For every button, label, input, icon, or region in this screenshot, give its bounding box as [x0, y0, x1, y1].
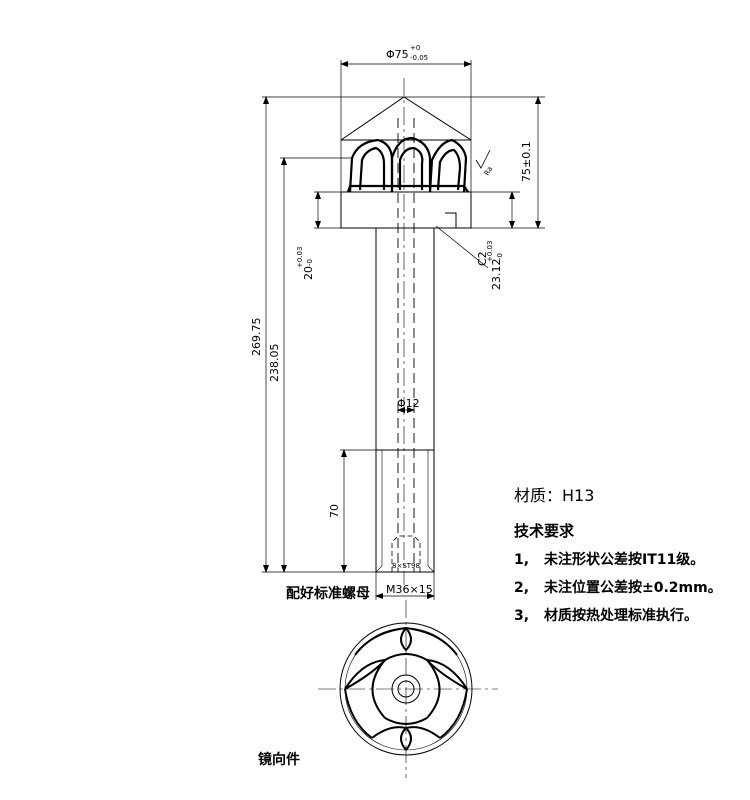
shaft-body: [375, 227, 435, 451]
end-view: [318, 600, 498, 778]
requirement-text: 未注位置公差按±0.2mm。: [544, 580, 722, 596]
dim-len-20: 20: [302, 266, 315, 280]
dimension-lines: [262, 60, 545, 600]
dim-chamfer: C2: [476, 251, 489, 266]
requirements-title: 技术要求: [514, 522, 575, 540]
head-view: [340, 96, 491, 229]
requirement-text: 未注形状公差按IT11级。: [544, 552, 705, 568]
requirement-item: 2, 未注位置公差按±0.2mm。: [514, 577, 722, 597]
threaded-section: [375, 449, 435, 573]
dim-len-23-tol-upper: +0.03: [486, 241, 494, 262]
roughness-symbol: [475, 149, 491, 169]
dim-bore: Φ12: [397, 397, 420, 410]
nut-label: 配好标准螺母: [286, 585, 370, 602]
end-view-lobes: [344, 627, 468, 751]
requirement-item: 1, 未注形状公差按IT11级。: [514, 549, 722, 569]
dim-thread-hole: 8×ST98: [392, 562, 420, 570]
dim-top-diameter-tol-upper: +0: [410, 44, 420, 52]
dim-len-23-tol-lower: -0: [496, 253, 504, 260]
dim-top-diameter-tol-lower: -0.05: [410, 54, 428, 62]
shaft-view: [375, 78, 435, 585]
requirement-number: 1,: [514, 552, 530, 568]
head-flange: [340, 191, 472, 229]
dim-total-length: 269.75: [250, 318, 263, 357]
dim-len-23: 23.12: [490, 259, 503, 291]
ribbed-dome: [346, 136, 469, 193]
dim-head-height: 75±0.1: [520, 141, 533, 182]
requirement-text: 材质按热处理标准执行。: [544, 608, 698, 624]
dimension-texts: Φ75 +0 -0.05 75±0.1 269.75 238.05 20 +0.…: [250, 44, 533, 596]
material-label: 材质：H13: [514, 486, 595, 505]
dim-thread: M36×15: [386, 583, 433, 596]
requirement-number: 2,: [514, 580, 530, 596]
mirror-label: 镜向件: [258, 751, 300, 768]
dim-length-238: 238.05: [268, 344, 281, 383]
dim-top-diameter: Φ75: [386, 48, 409, 61]
cone-tip: [340, 96, 472, 141]
dim-roughness: Ra: [483, 165, 494, 177]
requirement-item: 3, 材质按热处理标准执行。: [514, 605, 722, 625]
requirement-number: 3,: [514, 608, 530, 624]
dim-thread-length: 70: [328, 504, 341, 518]
dim-len-20-tol-lower: -0: [306, 259, 314, 266]
dim-len-20-tol-upper: +0.03: [296, 247, 304, 268]
notes-panel: 材质：H13 技术要求 1, 未注形状公差按IT11级。 2, 未注位置公差按±0.…: [514, 482, 722, 633]
